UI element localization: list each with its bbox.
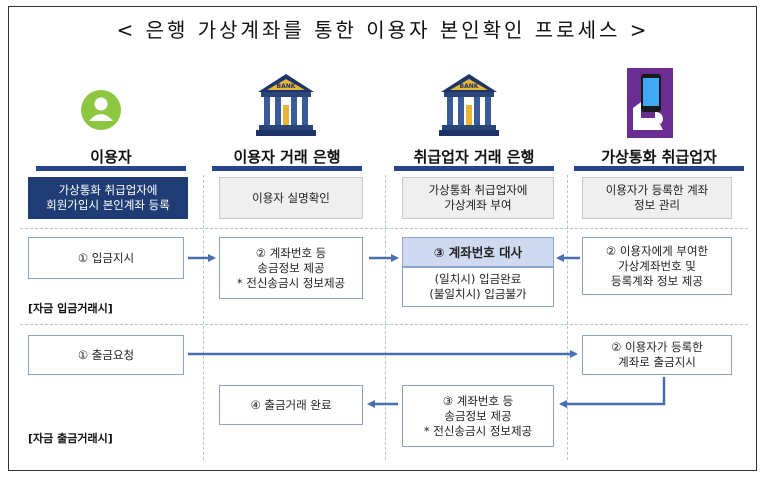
handler-deposit-info-box: ② 이용자에게 부여한 가상계좌번호 및 등록계좌 정보 제공 <box>582 237 732 295</box>
account-match-result-box: (일치시) 입금완료 (불일치시) 입금불가 <box>402 267 554 307</box>
user-bank-verification-box: 이용자 실명확인 <box>219 177 363 219</box>
box-text: 등록계좌 정보 제공 <box>611 273 703 288</box>
smartphone-hand-icon <box>627 68 673 138</box>
box-text: 가상통화 취급업자에 <box>58 183 158 197</box>
box-text: ② 계좌번호 등 <box>255 245 327 260</box>
box-text: 가상통화 취급업자에 <box>428 183 528 197</box>
box-text: ④ 출금거래 완료 <box>250 397 332 412</box>
account-match-title-box: ③ 계좌번호 대사 <box>402 237 554 267</box>
column-divider <box>567 175 568 460</box>
box-text: 정보 관리 <box>634 198 680 212</box>
box-text: 송금정보 제공 <box>444 408 512 423</box>
column-divider <box>203 175 204 460</box>
svg-text:BANK: BANK <box>460 83 479 90</box>
column-underline-user-bank <box>212 166 362 171</box>
bank-building-icon: BANK <box>439 72 499 138</box>
column-header-user: 이용자 <box>90 148 132 166</box>
deposit-info-provide-box: ② 계좌번호 등 송금정보 제공 * 전신송금시 정보제공 <box>219 237 363 299</box>
box-text: 이용자 실명확인 <box>252 190 330 205</box>
column-underline-handler-bank <box>394 166 554 171</box>
box-text: 가상계좌번호 및 <box>618 258 696 273</box>
box-text: 가상계좌 부여 <box>444 198 512 212</box>
row-divider <box>20 228 748 229</box>
box-text: ② 이용자에게 부여한 <box>605 243 709 258</box>
withdraw-info-provide-box: ③ 계좌번호 등 송금정보 제공 * 전신송금시 정보제공 <box>402 385 554 447</box>
box-text: ② 이용자가 등록한 <box>611 340 703 354</box>
handler-withdraw-instruction-box: ② 이용자가 등록한 계좌로 출금지시 <box>582 335 732 375</box>
column-underline-handler <box>574 166 744 171</box>
box-text: ③ 계좌번호 대사 <box>433 244 523 260</box>
box-text: * 전신송금시 정보제공 <box>236 275 346 290</box>
box-text: (일치시) 입금완료 <box>434 272 522 286</box>
column-header-user-bank: 이용자 거래 은행 <box>233 148 341 166</box>
box-text: * 전신송금시 정보제공 <box>423 423 533 438</box>
diagram-frame <box>8 6 757 471</box>
box-text: 송금정보 제공 <box>257 260 325 275</box>
handler-account-management-box: 이용자가 등록한 계좌 정보 관리 <box>582 177 732 219</box>
column-underline-user <box>36 166 186 171</box>
withdraw-section-label: [자금 출금거래시] <box>28 432 113 445</box>
deposit-section-label: [자금 입금거래시] <box>28 302 113 315</box>
column-header-handler: 가상통화 취급업자 <box>601 148 717 166</box>
column-header-handler-bank: 취급업자 거래 은행 <box>413 148 535 166</box>
box-text: ① 출금요청 <box>77 347 135 362</box>
withdraw-request-box: ① 출금요청 <box>28 335 184 375</box>
box-text: 이용자가 등록한 계좌 <box>605 183 709 197</box>
box-text: ① 입금지시 <box>77 250 135 265</box>
withdraw-complete-box: ④ 출금거래 완료 <box>219 385 363 425</box>
svg-text:BANK: BANK <box>277 83 296 90</box>
bank-building-icon: BANK <box>256 72 316 138</box>
box-text: (불일치시) 입금불가 <box>429 287 527 301</box>
box-text: ③ 계좌번호 등 <box>442 393 514 408</box>
box-text: 계좌로 출금지시 <box>618 355 696 369</box>
diagram-title: < 은행 가상계좌를 통한 이용자 본인확인 프로세스 > <box>116 18 650 42</box>
user-registration-box: 가상통화 취급업자에 회원가입시 본인계좌 등록 <box>28 177 188 219</box>
deposit-instruction-box: ① 입금지시 <box>28 237 184 279</box>
column-divider <box>385 175 386 460</box>
row-divider <box>20 324 748 325</box>
box-text: 회원가입시 본인계좌 등록 <box>46 198 170 212</box>
person-icon <box>80 83 122 137</box>
handler-bank-virtual-account-box: 가상통화 취급업자에 가상계좌 부여 <box>402 177 554 219</box>
